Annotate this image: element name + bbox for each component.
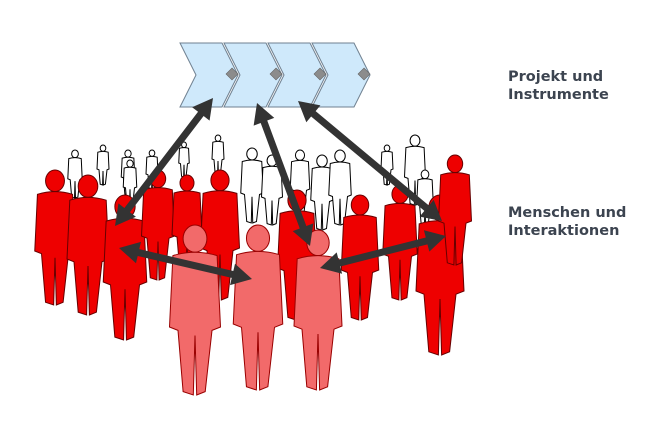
double-arrow-icon	[298, 101, 442, 221]
person-head	[182, 224, 208, 253]
person-body	[168, 251, 222, 396]
person-body	[96, 150, 110, 186]
person-outline	[96, 144, 110, 186]
person-head	[246, 147, 258, 161]
crowd-pink	[168, 224, 343, 396]
person-head	[148, 149, 156, 157]
person-head	[77, 174, 99, 198]
person-head	[71, 149, 79, 159]
person-head	[45, 169, 65, 193]
diamond-icon	[225, 67, 239, 81]
double-arrow-icon	[119, 241, 252, 286]
label-line: Projekt und	[508, 69, 604, 85]
person-head	[409, 134, 421, 147]
person-head	[334, 149, 346, 163]
person-head	[316, 154, 328, 168]
person-outline	[328, 149, 352, 226]
person-head	[383, 144, 391, 152]
person-outline	[178, 141, 190, 178]
person-pink	[293, 229, 343, 391]
person-outline	[211, 134, 225, 176]
interaction-arrows	[115, 98, 446, 286]
person-head	[210, 169, 230, 192]
person-head	[126, 159, 134, 168]
chevron-step	[179, 42, 239, 108]
label-line: Menschen und	[508, 205, 627, 221]
diamond-icon	[357, 67, 371, 81]
person-head	[99, 144, 107, 152]
person-body	[340, 214, 380, 321]
double-arrow-icon	[320, 230, 446, 274]
person-head	[179, 174, 195, 192]
double-arrow-icon	[115, 98, 213, 226]
person-red	[437, 154, 473, 266]
person-head	[245, 224, 271, 252]
chevron-step	[223, 42, 283, 108]
person-head	[294, 149, 306, 161]
person-body	[66, 196, 110, 316]
person-body	[382, 202, 418, 301]
person-body	[293, 255, 343, 391]
diamond-icon	[313, 67, 327, 81]
process-chevrons	[179, 42, 371, 108]
person-red	[340, 194, 380, 321]
double-arrow-icon	[253, 103, 314, 246]
chevron-step	[311, 42, 371, 108]
person-body	[178, 147, 190, 178]
label-line: Interaktionen	[508, 223, 620, 239]
person-body	[240, 159, 264, 224]
person-body	[260, 165, 284, 226]
person-outline	[240, 147, 264, 224]
person-head	[214, 134, 222, 142]
person-head	[420, 169, 430, 180]
label-menschen-interaktionen: Menschen und Interaktionen	[508, 204, 626, 240]
person-body	[328, 161, 352, 226]
person-pink	[232, 224, 284, 391]
person-body	[232, 250, 284, 391]
person-head	[124, 149, 132, 158]
diamond-icon	[269, 67, 283, 81]
person-body	[102, 217, 148, 341]
person-red	[66, 174, 110, 316]
person-body	[437, 172, 473, 266]
person-head	[446, 154, 464, 174]
person-head	[350, 194, 370, 216]
person-pink	[168, 224, 222, 396]
label-line: Instrumente	[508, 87, 609, 103]
person-red	[34, 169, 76, 306]
person-body	[34, 191, 76, 306]
label-projekt-instrumente: Projekt und Instrumente	[508, 68, 609, 104]
